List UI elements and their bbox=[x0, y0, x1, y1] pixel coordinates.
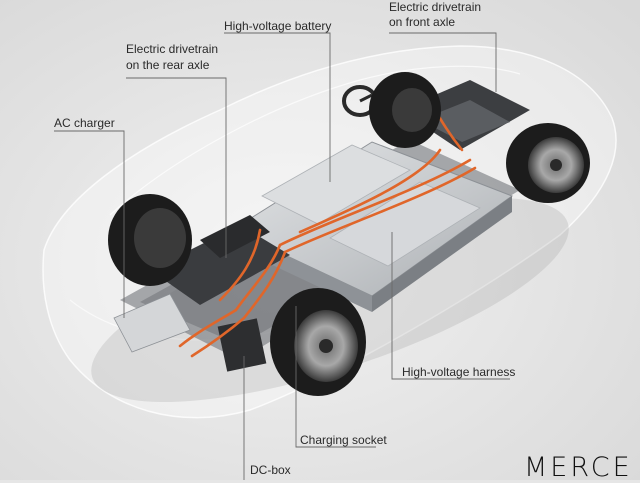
label-high-voltage-battery: High-voltage battery bbox=[224, 19, 332, 33]
leader-harness bbox=[391, 232, 510, 380]
label-rear-drivetrain-line1: Electric drivetrain bbox=[126, 42, 219, 56]
leader-rear-drivetrain bbox=[126, 77, 227, 258]
brand-wordmark: MERCE bbox=[524, 452, 633, 483]
label-ac-charger: AC charger bbox=[54, 116, 115, 130]
leader-front-drivetrain bbox=[389, 32, 497, 92]
leader-battery bbox=[224, 32, 331, 182]
wheel-front-right bbox=[506, 123, 590, 203]
wheel-rear-left bbox=[108, 194, 192, 286]
label-dc-box: DC-box bbox=[250, 463, 291, 477]
label-front-drivetrain-line2: on front axle bbox=[389, 15, 456, 29]
label-front-drivetrain-line1: Electric drivetrain bbox=[389, 0, 482, 14]
high-voltage-cables bbox=[178, 98, 477, 358]
label-rear-drivetrain-line2: on the rear axle bbox=[126, 58, 210, 72]
label-high-voltage-harness: High-voltage harness bbox=[402, 365, 516, 379]
rear-drive-unit bbox=[113, 215, 290, 372]
wheel-rear-right bbox=[270, 288, 366, 396]
label-charging-socket: Charging socket bbox=[300, 433, 387, 447]
leader-lines bbox=[54, 32, 510, 480]
leader-charging-socket bbox=[295, 306, 376, 448]
leader-ac-charger bbox=[54, 130, 125, 318]
wheel-front-left bbox=[369, 72, 441, 148]
